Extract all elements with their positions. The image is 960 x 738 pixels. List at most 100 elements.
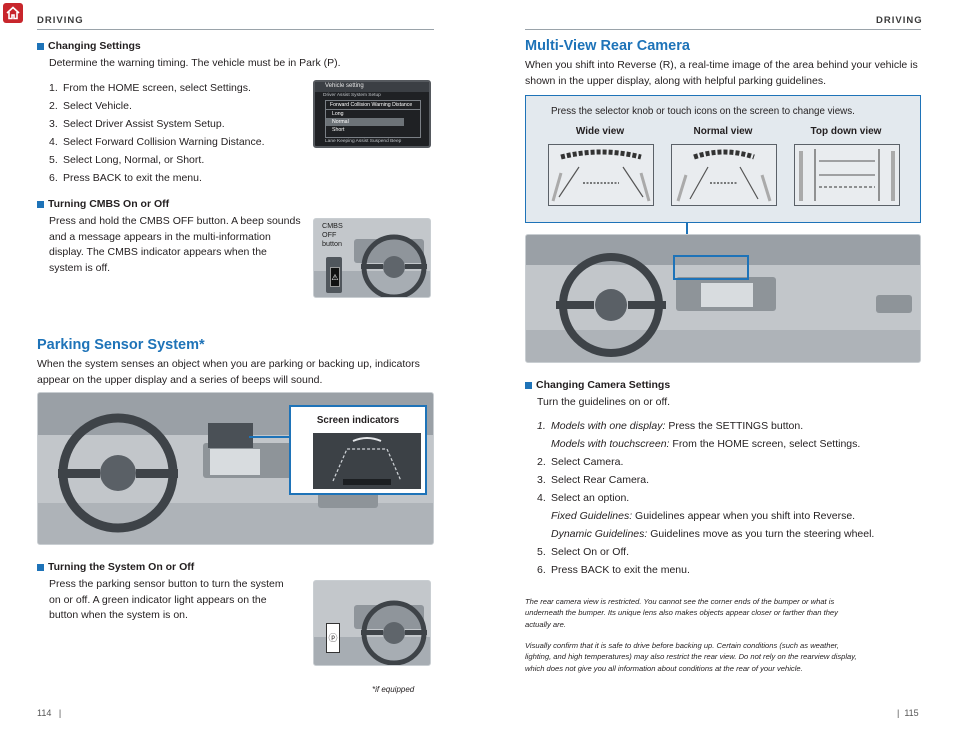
step-num: 1. — [49, 82, 58, 94]
camera-settings-steps: 1. Models with one display: Press the SET… — [537, 417, 922, 579]
step: Dynamic Guidelines: Guidelines move as y… — [537, 525, 922, 543]
parking-title: Parking Sensor System* — [37, 337, 205, 353]
wide-view-thumbnail[interactable] — [548, 144, 654, 206]
changing-settings-intro: Determine the warning timing. The vehicl… — [49, 57, 341, 69]
screen-subtitle: Driver Assist System Setup — [323, 93, 381, 98]
callout-line: CMBS — [322, 221, 343, 230]
steering-wheel-icon — [314, 234, 430, 297]
left-header: DRIVING — [37, 15, 84, 26]
left-page-number: 114 | — [37, 708, 62, 718]
heading-text: Turning the System On or Off — [48, 561, 195, 573]
right-header-rule — [525, 29, 921, 30]
note-line: actually are. — [525, 619, 566, 629]
parking-button-photo: ⓟ — [313, 580, 431, 666]
text-line: Press and hold the CMBS OFF button. A be… — [49, 215, 301, 227]
step-label: Fixed Guidelines: — [551, 510, 633, 522]
step-num: 2. — [537, 456, 546, 468]
bullet-square — [37, 42, 44, 50]
step: 5.Select Long, Normal, or Short. — [49, 151, 299, 169]
bullet-square — [525, 381, 532, 389]
step-text: From the HOME screen, select Settings. — [63, 82, 251, 94]
view-label-normal: Normal view — [693, 126, 753, 137]
changing-settings-heading: Changing Settings — [37, 40, 141, 52]
step-text: Select Vehicle. — [63, 100, 132, 112]
step-num: 1. — [537, 420, 546, 432]
text-line: system is off. — [49, 261, 111, 274]
step: 6. Press BACK to exit the menu. — [537, 561, 922, 579]
turning-system-heading: Turning the System On or Off — [37, 561, 194, 573]
step: Fixed Guidelines: Guidelines appear when… — [537, 507, 922, 525]
step: Models with touchscreen: From the HOME s… — [537, 435, 922, 453]
footnote: *if equipped — [372, 685, 415, 694]
text-line: When the system senses an object when yo… — [37, 358, 420, 370]
text-line: on or off. A green indicator light appea… — [49, 593, 267, 606]
camera-settings-heading: Changing Camera Settings — [525, 379, 670, 391]
step-num: 6. — [49, 172, 58, 184]
step-text: Guidelines appear when you shift into Re… — [632, 510, 856, 522]
note-line: The rear camera view is restricted. You … — [525, 597, 835, 606]
step: 1. Models with one display: Press the SET… — [537, 417, 922, 435]
screen-menu-title: Forward Collision Warning Distance — [326, 101, 420, 110]
normal-view-thumbnail[interactable] — [671, 144, 777, 206]
step-num: 6. — [537, 564, 546, 576]
note-line: underneath the bumper. Its unique lens a… — [525, 608, 838, 618]
screen-indicators-image — [313, 433, 421, 489]
screen-footer: Lane Keeping Assist Suspend Beep — [325, 139, 402, 144]
text-line: appear on the upper display and a series… — [37, 373, 323, 386]
parking-intro: When the system senses an object when yo… — [37, 357, 437, 388]
step-text: Select Driver Assist System Setup. — [63, 118, 225, 130]
parking-sensor-button-icon[interactable]: ⓟ — [326, 623, 340, 653]
right-header: DRIVING — [876, 15, 923, 26]
note-line: lighting, and high temperatures) may als… — [525, 652, 857, 662]
option-normal[interactable]: Normal — [326, 118, 404, 126]
step-num: 5. — [49, 154, 58, 166]
page-number: 114 — [37, 708, 52, 718]
callout-line: button — [322, 238, 342, 248]
step-label: Models with one display: — [551, 420, 666, 432]
callout-line: OFF — [322, 229, 337, 239]
step-text: Press the SETTINGS button. — [665, 420, 804, 432]
step: 3. Select Rear Camera. — [537, 471, 922, 489]
connector-line — [249, 436, 289, 438]
changing-settings-steps: 1. From the HOME screen, select Settings.… — [49, 79, 299, 187]
text-line: display. The CMBS indicator appears when… — [49, 246, 267, 258]
heading-text: Changing Camera Settings — [536, 379, 671, 391]
panel-caption: Press the selector knob or touch icons o… — [551, 106, 855, 117]
bullet-square — [37, 200, 44, 208]
top-down-view-thumbnail[interactable] — [794, 144, 900, 206]
option-short[interactable]: Short — [332, 127, 345, 133]
step: 6.Press BACK to exit the menu. — [49, 169, 299, 187]
step-num: 3. — [537, 474, 546, 486]
camera-note-2: Visually confirm that it is safe to driv… — [525, 640, 925, 674]
screen-title: Vehicle setting — [315, 82, 429, 92]
option-long[interactable]: Long — [332, 111, 344, 117]
view-label-wide: Wide view — [575, 126, 625, 137]
cmbs-photo: ⚠ CMBS OFF button — [313, 218, 431, 298]
step: 5.Select On or Off. — [537, 543, 922, 561]
step: 4.Select Forward Collision Warning Dista… — [49, 133, 299, 151]
screen-menu: Forward Collision Warning Distance Long … — [325, 100, 421, 138]
page-number: 115 — [904, 708, 919, 718]
step-num: 2. — [49, 100, 58, 112]
camera-note-1: The rear camera view is restricted. You … — [525, 596, 925, 630]
cmbs-text: Press and hold the CMBS OFF button. A be… — [49, 214, 309, 276]
right-page-number: | 115 — [897, 708, 919, 718]
heading-text: Turning CMBS On or Off — [48, 198, 170, 210]
step-num: 3. — [49, 118, 58, 130]
step: 1. From the HOME screen, select Settings. — [49, 79, 299, 97]
step-num: 4. — [49, 136, 58, 148]
left-header-rule — [37, 29, 434, 30]
camera-intro: When you shift into Reverse (R), a real-… — [525, 58, 925, 89]
turning-system-text: Press the parking sensor button to turn … — [49, 577, 309, 624]
text-line: button when the system is on. — [49, 609, 188, 621]
step-text: Select On or Off. — [551, 546, 630, 558]
home-icon[interactable] — [3, 3, 23, 23]
screen-title-text: Vehicle setting — [325, 83, 364, 89]
step-label: Dynamic Guidelines: — [551, 528, 648, 540]
step-text: Press BACK to exit the menu. — [551, 564, 690, 576]
view-label-top-down: Top down view — [810, 126, 882, 137]
step-text: Select Rear Camera. — [551, 474, 650, 486]
cmbs-button-icon[interactable]: ⚠ — [330, 267, 340, 287]
dashboard-photo-right — [525, 234, 921, 363]
heading-text: Changing Settings — [48, 40, 141, 52]
